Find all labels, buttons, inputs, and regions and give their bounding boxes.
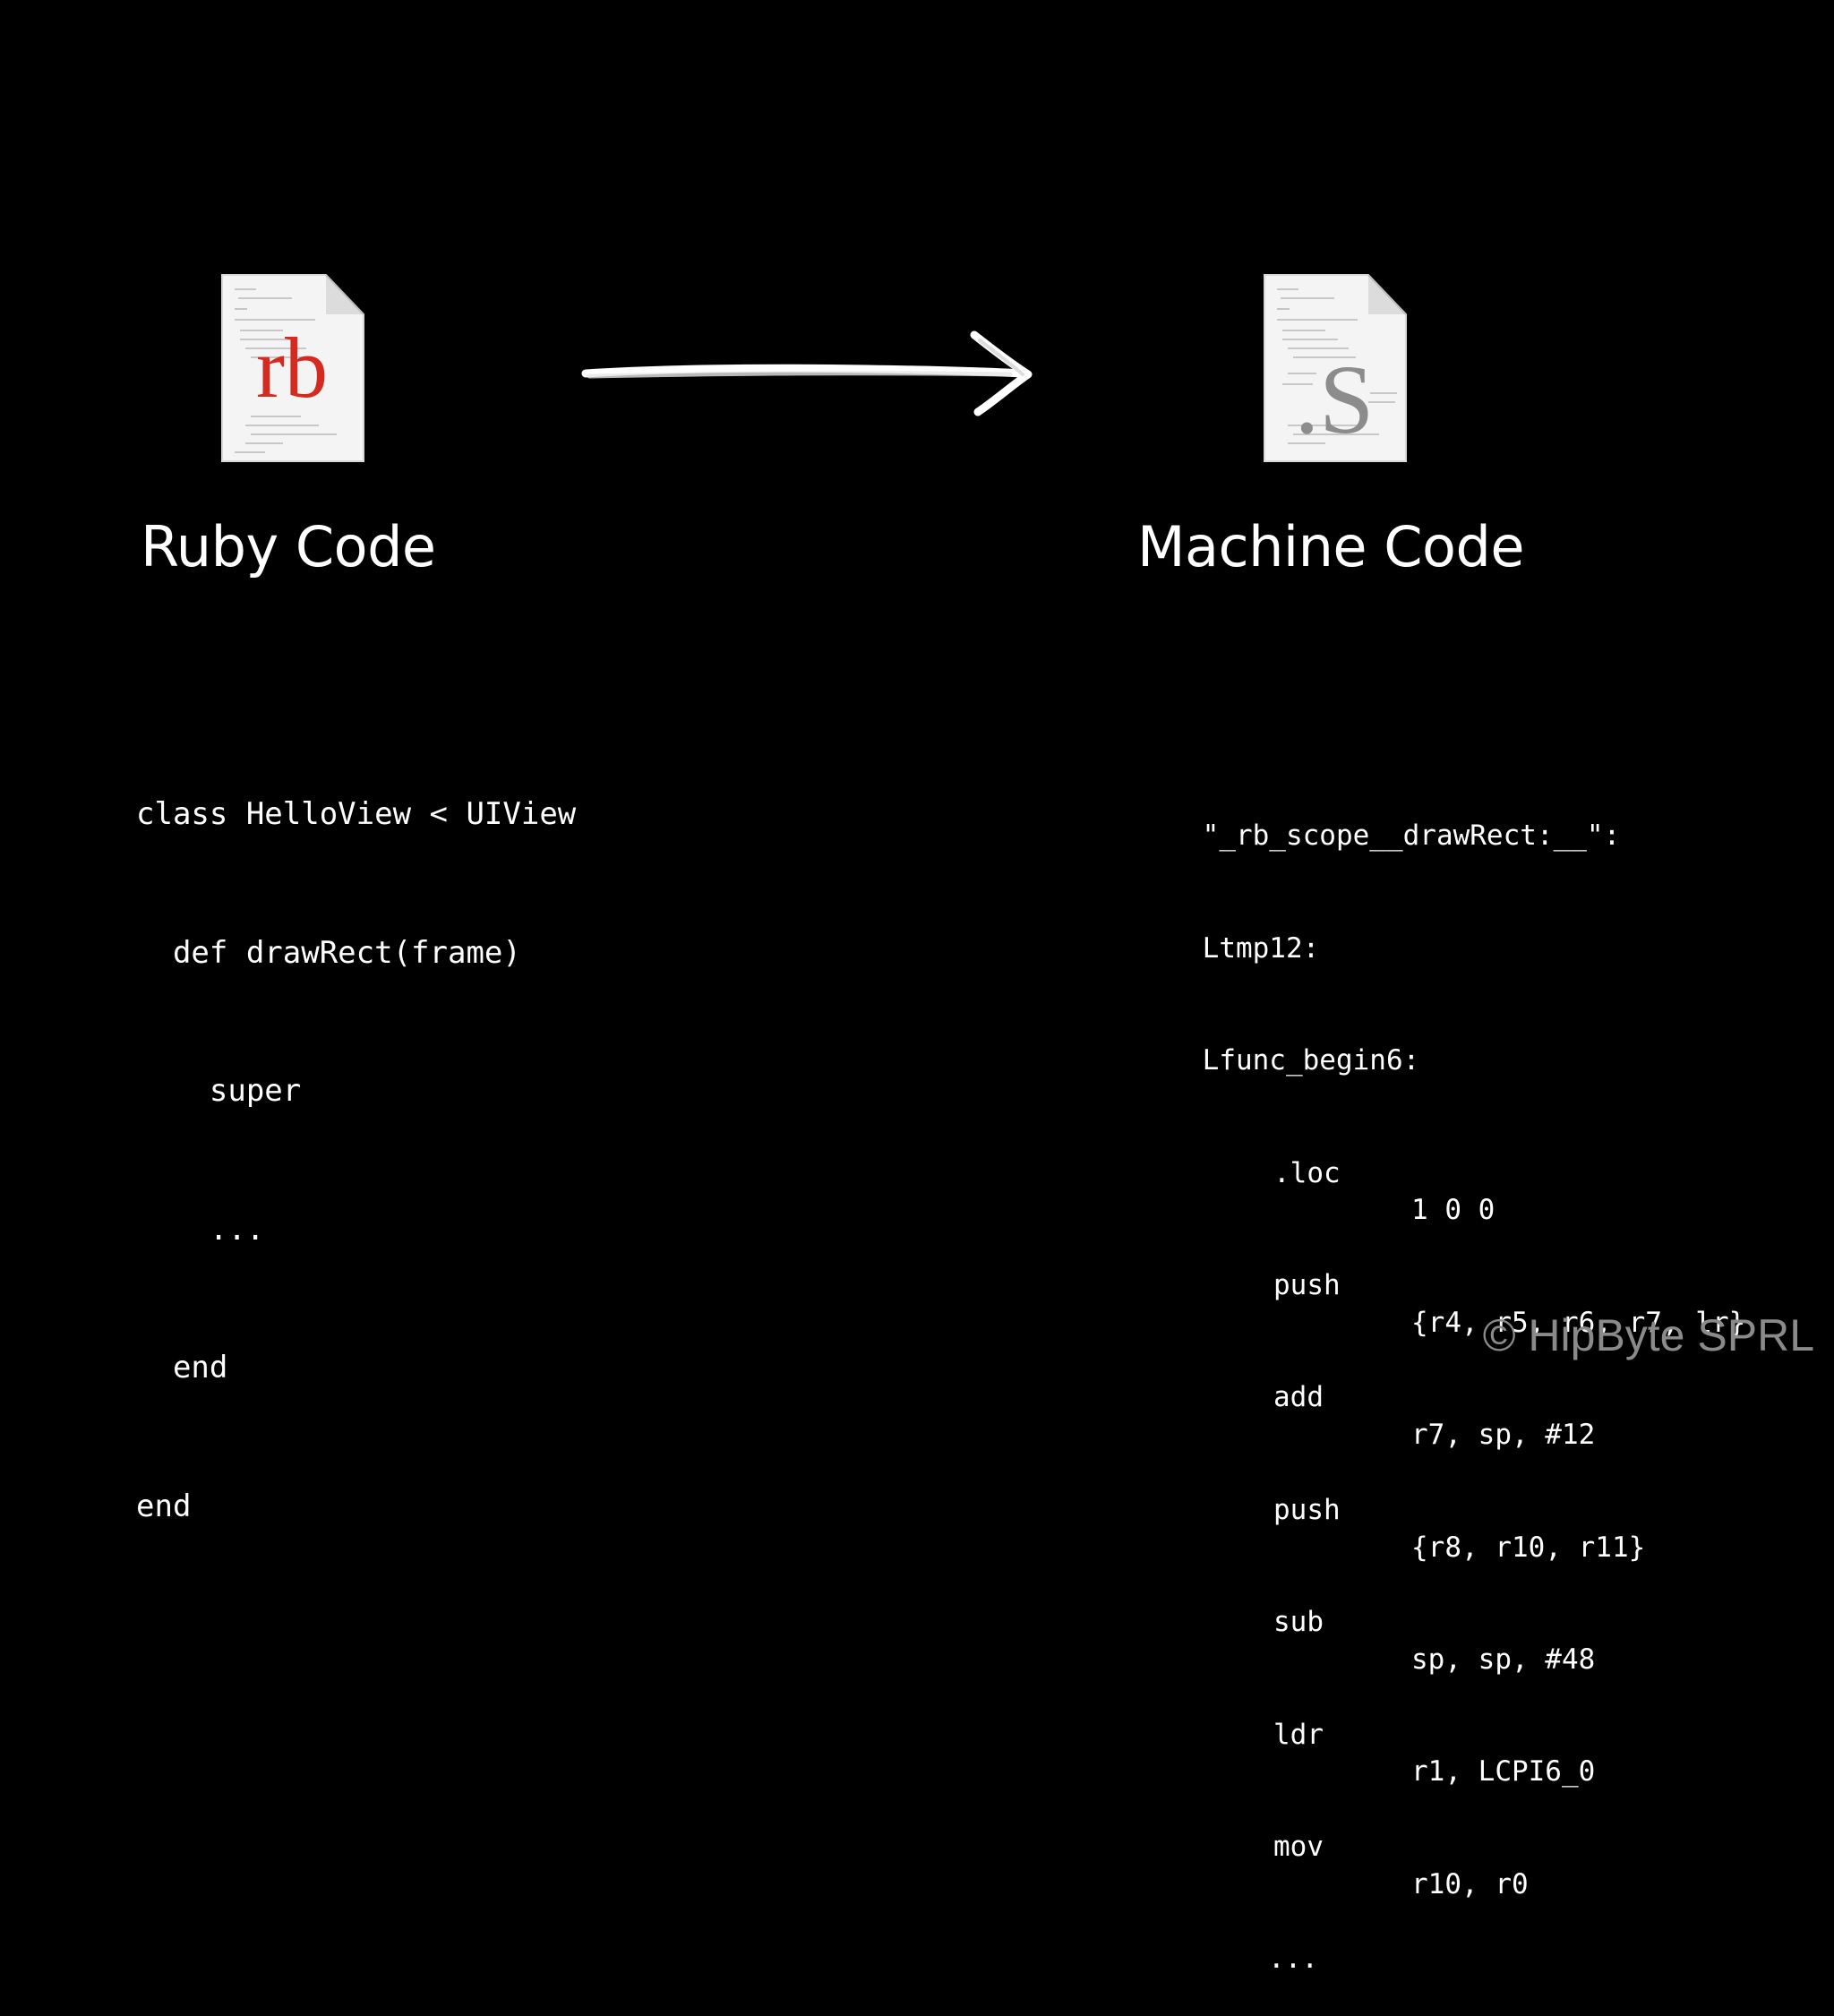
asm-line: Ltmp12: bbox=[1136, 893, 1620, 965]
assembly-file-icon-graphic: .S bbox=[1264, 274, 1407, 462]
asm-operands: r1, LCPI6_0 bbox=[1411, 1755, 1596, 1789]
asm-mnemonic: push bbox=[1273, 1493, 1341, 1526]
asm-ellipsis: ... bbox=[1268, 1943, 1318, 1976]
asm-operands: sp, sp, #48 bbox=[1411, 1643, 1596, 1676]
asm-line: push {r8, r10, r11} bbox=[1136, 1454, 1645, 1564]
asm-line: Lfunc_begin6: bbox=[1136, 1005, 1620, 1077]
ruby-code-line: end bbox=[136, 1350, 228, 1385]
asm-operands: 1 0 0 bbox=[1411, 1194, 1495, 1227]
ruby-code-line: super bbox=[136, 1073, 302, 1109]
asm-label: "_rb_scope__drawRect:__": bbox=[1202, 819, 1621, 853]
asm-line: ldr r1, LCPI6_0 bbox=[1136, 1679, 1620, 1789]
ruby-code-line: def drawRect(frame) bbox=[136, 934, 521, 971]
asm-mnemonic: sub bbox=[1273, 1606, 1324, 1639]
ruby-code-line: class HelloView < UIView bbox=[136, 796, 577, 832]
copyright-notice: © HipByte SPRL bbox=[1482, 1310, 1814, 1360]
arrow-right-icon bbox=[581, 330, 1033, 416]
asm-mnemonic: .loc bbox=[1273, 1156, 1341, 1189]
asm-line: ... bbox=[1136, 1904, 1620, 1975]
asm-label: Ltmp12: bbox=[1202, 931, 1320, 965]
asm-operands: {r4, r5, r6, r7, lr} bbox=[1411, 1306, 1746, 1339]
ruby-file-icon: rb bbox=[220, 273, 365, 463]
asm-line: push {r4, r5, r6, r7, lr} bbox=[1136, 1230, 1745, 1339]
asm-operands: r10, r0 bbox=[1411, 1867, 1529, 1900]
assembly-file-icon: .S bbox=[1263, 273, 1408, 463]
asm-line: .loc 1 0 0 bbox=[1136, 1118, 1620, 1227]
asm-line: "_rb_scope__drawRect:__": bbox=[1136, 781, 1621, 852]
rb-icon-label: rb bbox=[256, 320, 328, 416]
asm-line: sub sp, sp, #48 bbox=[1136, 1566, 1620, 1676]
asm-mnemonic: add bbox=[1273, 1381, 1324, 1414]
asm-mnemonic: ldr bbox=[1273, 1718, 1324, 1751]
asm-operands: r7, sp, #12 bbox=[1411, 1419, 1596, 1452]
machine-code-heading: Machine Code bbox=[1137, 514, 1524, 579]
asm-mnemonic: push bbox=[1273, 1268, 1341, 1301]
asm-label: Lfunc_begin6: bbox=[1202, 1044, 1420, 1077]
asm-mnemonic: mov bbox=[1273, 1830, 1324, 1863]
asm-operands: {r8, r10, r11} bbox=[1411, 1531, 1646, 1564]
ruby-code-line: end bbox=[136, 1488, 192, 1524]
ruby-file-icon-graphic: rb bbox=[221, 274, 364, 462]
ruby-code-line: ... bbox=[136, 1211, 265, 1248]
s-icon-label: .S bbox=[1295, 345, 1375, 454]
ruby-code-heading: Ruby Code bbox=[141, 514, 436, 579]
ruby-code-block: class HelloView < UIView def drawRect(fr… bbox=[136, 699, 576, 1576]
asm-line: mov r10, r0 bbox=[1136, 1791, 1620, 1900]
